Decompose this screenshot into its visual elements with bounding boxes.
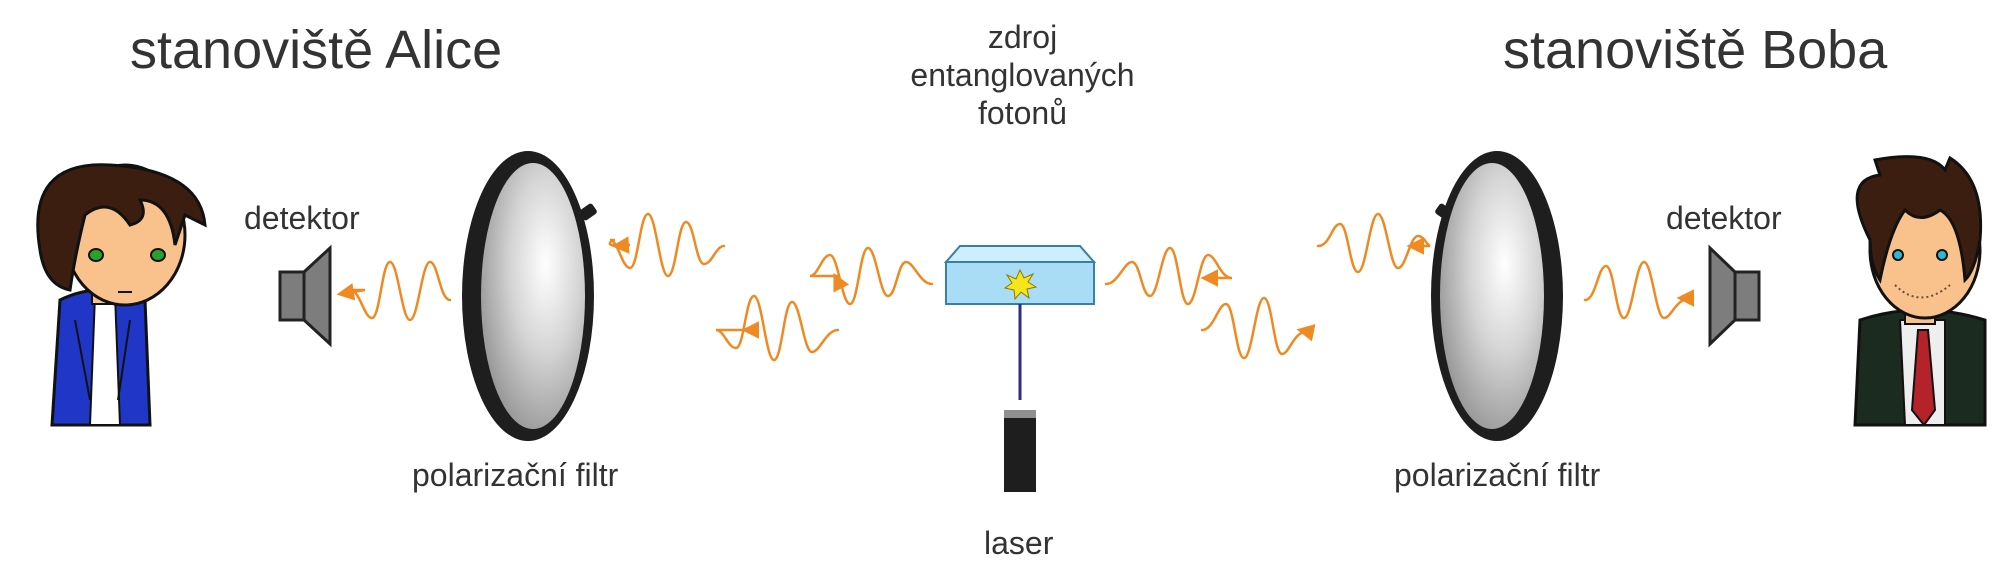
bob-station-title: stanoviště Boba [1503, 20, 1888, 80]
alice-polarization-filter-icon [462, 151, 597, 441]
source-label-line-1: zdroj [987, 19, 1058, 55]
photon-wave-alice-lower [715, 294, 840, 362]
photon-wave-icon [336, 212, 1695, 362]
laser-device-icon [1004, 304, 1036, 492]
bob-detector-label: detektor [1666, 200, 1782, 236]
photon-wave-bob-lower [1200, 296, 1316, 360]
photon-wave-bob-detector [1583, 260, 1695, 320]
source-label: zdroj entanglovaných fotonů [880, 18, 1165, 132]
crystal-source-icon [943, 245, 1097, 305]
photon-wave-alice-upper [608, 212, 726, 278]
alice-filter-label: polarizační filtr [412, 457, 619, 493]
photon-wave-bob-upper [1316, 212, 1431, 274]
photon-wave-source-right [1104, 246, 1233, 306]
alice-detector-label: detektor [244, 200, 360, 236]
photon-wave-alice-detector [336, 260, 452, 322]
alice-detector-icon [278, 244, 332, 348]
photon-wave-source-left [809, 246, 934, 306]
source-label-line-2: entanglovaných [910, 57, 1135, 93]
bob-filter-label: polarizační filtr [1394, 457, 1601, 493]
alice-avatar [36, 163, 207, 427]
source-label-line-3: fotonů [978, 95, 1067, 131]
laser-label: laser [984, 525, 1054, 561]
bob-polarization-filter-icon [1431, 151, 1563, 441]
alice-station-title: stanoviště Alice [130, 20, 503, 80]
bob-avatar [1853, 155, 1987, 427]
bob-detector-icon [1708, 244, 1761, 348]
